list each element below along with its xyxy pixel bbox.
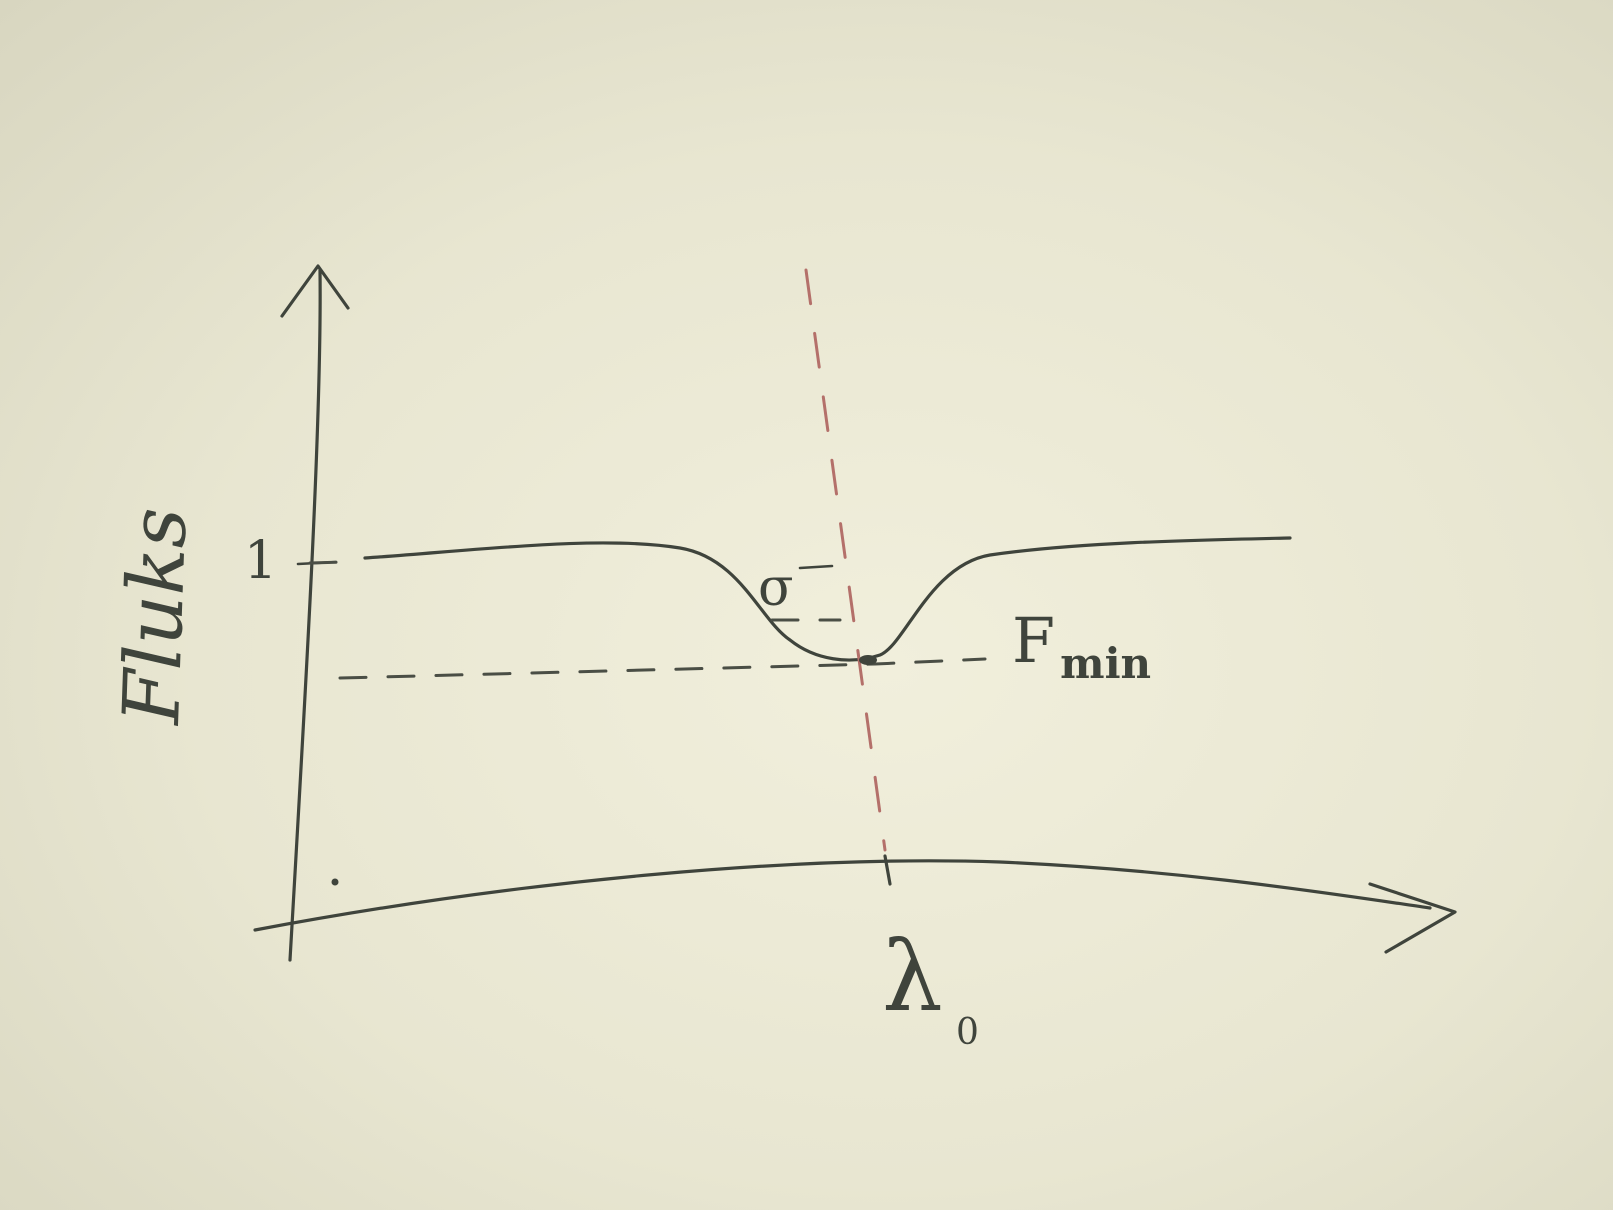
y-axis-arrowhead <box>280 264 350 318</box>
minimum-point <box>859 655 877 665</box>
fmin-label-main: F <box>1012 604 1055 677</box>
y-axis-label: Fluks <box>107 506 205 728</box>
x-axis-arrowhead <box>1368 882 1457 954</box>
sigma-helper-top <box>798 564 834 570</box>
y-tick-one-dash <box>308 560 347 565</box>
fmin-label: F min <box>1012 604 1151 688</box>
flux-curve <box>363 536 1292 662</box>
stray-dot <box>331 878 339 886</box>
y-tick-label: 1 <box>244 531 277 591</box>
x-axis-line <box>253 859 1432 932</box>
y-axis-line <box>288 268 322 962</box>
sigma-label: σ <box>758 558 794 618</box>
lambda0-label-main: λ <box>882 921 943 1033</box>
lambda0-red-dashed-line <box>804 268 887 852</box>
lambda0-label: λ 0 <box>882 921 979 1053</box>
fmin-dashed-line <box>338 657 987 680</box>
x-tick-lambda0 <box>883 854 892 886</box>
lambda0-label-sub: 0 <box>956 1012 979 1053</box>
fmin-label-sub: min <box>1060 639 1151 688</box>
